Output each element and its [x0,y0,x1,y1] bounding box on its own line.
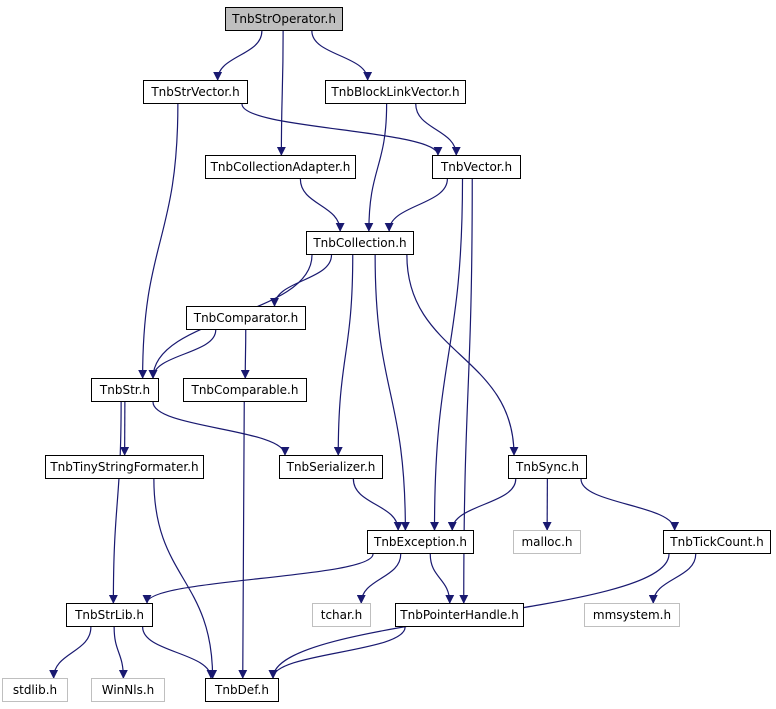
node-tnbstrvector[interactable]: TnbStrVector.h [143,80,248,104]
edge-tnbstrvector-to-tnbstr [138,103,179,379]
node-label: TnbVector.h [440,160,513,174]
edge-tnbvector-to-tnbexception [430,178,464,531]
edge-tnbexception-to-tnbpointerhandle [429,553,455,604]
node-label: TnbTickCount.h [670,535,764,549]
node-label: TnbComparable.h [191,383,299,397]
node-mmsystem: mmsystem.h [584,603,680,627]
node-tnbstroperator: TnbStrOperator.h [225,7,343,31]
node-tnbcollectionadapter[interactable]: TnbCollectionAdapter.h [205,155,356,179]
node-label: TnbTinyStringFormater.h [50,460,199,474]
node-tnbcomparable[interactable]: TnbComparable.h [183,378,307,402]
node-label: TnbStrVector.h [151,85,240,99]
node-tnbsync[interactable]: TnbSync.h [508,455,587,479]
node-tnbstr[interactable]: TnbStr.h [91,378,159,402]
edge-tnbexception-to-tchar [356,553,402,604]
node-tnbcollection[interactable]: TnbCollection.h [306,231,414,255]
dependency-edges [49,30,697,679]
node-label: TnbStr.h [99,383,151,397]
node-label: TnbPointerHandle.h [400,608,519,622]
node-label: TnbException.h [373,535,468,549]
node-label: TnbBlockLinkVector.h [331,85,460,99]
node-label: WinNls.h [101,683,155,697]
node-label: TnbSerializer.h [286,460,376,474]
node-label: tchar.h [320,608,363,622]
node-tnbserializer[interactable]: TnbSerializer.h [279,455,383,479]
edge-tnbblocklinkvector-to-tnbcollection [364,103,388,232]
edge-tnbpointerhandle-to-tnbdef [268,626,406,679]
node-label: TnbCollectionAdapter.h [210,160,351,174]
node-tnbtinystringformater[interactable]: TnbTinyStringFormater.h [45,455,204,479]
edge-tnbstr-to-tnbserializer [152,401,290,456]
node-tchar: tchar.h [312,603,371,627]
edge-tnbstroperator-to-tnbblocklinkvector [311,30,373,81]
node-label: TnbStrLib.h [75,608,144,622]
edge-tnbcollection-to-tnbcomparator [270,254,333,307]
node-tnbtickcount[interactable]: TnbTickCount.h [663,530,771,554]
node-label: stdlib.h [12,683,58,697]
edge-tnbstroperator-to-tnbstrvector [213,30,263,81]
edge-tnbsync-to-tnbexception [447,478,517,531]
edge-tnbserializer-to-tnbexception [352,478,403,531]
edge-tnbcomparable-to-tnbdef [238,401,248,679]
node-label: TnbComparator.h [193,311,299,325]
node-tnbstrlib[interactable]: TnbStrLib.h [66,603,153,627]
node-label: malloc.h [521,535,573,549]
edge-tnbcomparator-to-tnbcomparable [240,329,250,379]
node-tnbexception[interactable]: TnbException.h [367,530,474,554]
edge-tnbstroperator-to-tnbcollectionadapter [276,30,286,156]
node-tnbpointerhandle[interactable]: TnbPointerHandle.h [395,603,524,627]
node-tnbblocklinkvector[interactable]: TnbBlockLinkVector.h [325,80,466,104]
node-label: mmsystem.h [592,608,672,622]
edge-tnbtinystringformater-to-tnbdef [153,478,218,679]
edge-tnbblocklinkvector-to-tnbvector [415,103,461,156]
edge-tnbstrlib-to-stdlib [49,626,92,679]
edge-tnbcollection-to-tnbexception [374,254,410,531]
node-label: TnbCollection.h [313,236,407,250]
node-label: TnbDef.h [215,683,269,697]
node-label: TnbStrOperator.h [232,12,336,26]
edge-tnbstrvector-to-tnbvector [241,103,443,156]
node-tnbdef[interactable]: TnbDef.h [205,678,279,702]
node-stdlib: stdlib.h [2,678,68,702]
node-tnbvector[interactable]: TnbVector.h [432,155,521,179]
edge-tnbcollectionadapter-to-tnbcollection [299,178,345,232]
node-winnls: WinNls.h [91,678,165,702]
edge-tnbstrlib-to-tnbdef [142,626,216,679]
node-label: TnbSync.h [516,460,579,474]
node-tnbcomparator[interactable]: TnbComparator.h [186,306,306,330]
edge-tnbexception-to-tnbstrlib [142,553,374,604]
edge-tnbstrlib-to-winnls [113,626,128,679]
edge-tnbcollection-to-tnbsync [406,254,519,456]
edge-tnbcomparator-to-tnbstr [148,329,217,379]
edge-tnbcollection-to-tnbserializer [333,254,354,456]
node-malloc: malloc.h [513,530,581,554]
edge-tnbvector-to-tnbcollection [384,178,448,232]
edge-tnbstr-to-tnbstrlib [108,401,122,604]
edge-tnbtickcount-to-mmsystem [648,553,697,604]
edge-tnbvector-to-tnbpointerhandle [459,178,473,604]
edge-tnbsync-to-tnbtickcount [580,478,680,531]
